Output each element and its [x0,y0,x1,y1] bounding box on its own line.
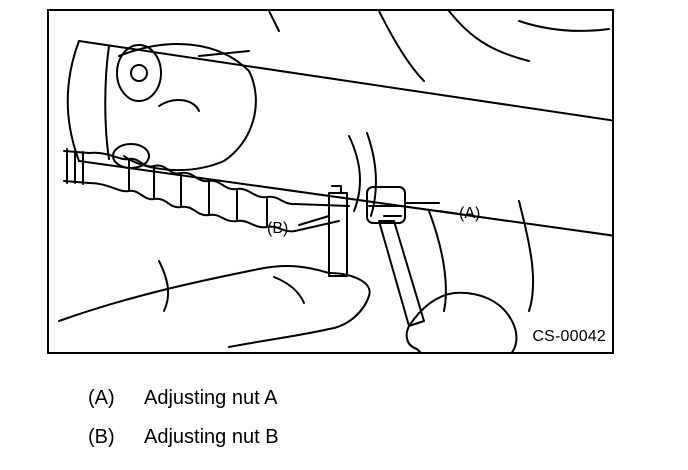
callout-b: (B) [267,220,289,237]
legend-text-a: Adjusting nut A [144,387,278,409]
figure-frame: (A) (B) CS-00042 [47,9,614,354]
legend-item-b: (B) Adjusting nut B [88,425,279,449]
legend-item-a: (A) Adjusting nut A [88,386,277,410]
legend-key-a: (A) [88,387,115,409]
legend-key-b: (B) [88,426,115,448]
legend-text-b: Adjusting nut B [144,426,279,448]
cable-adjustment-illustration [58,11,612,352]
callout-a: (A) [459,205,481,222]
figure-code: CS-00042 [532,328,606,345]
